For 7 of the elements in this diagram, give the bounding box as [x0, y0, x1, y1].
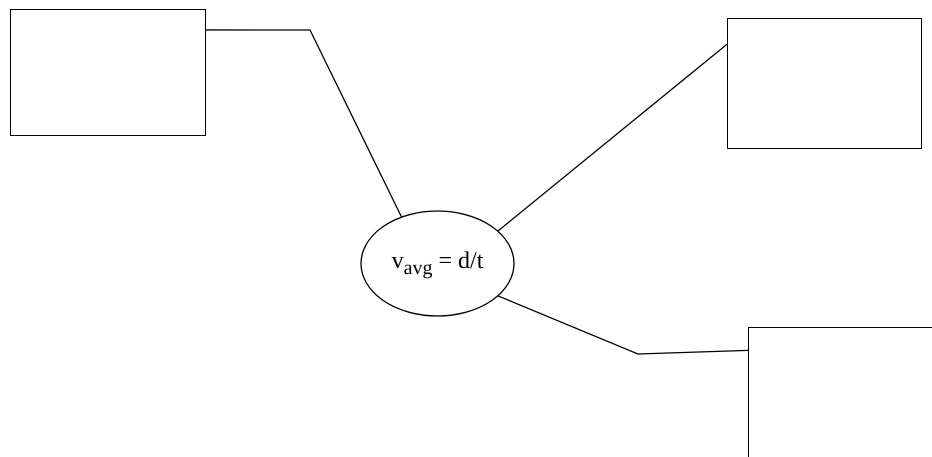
connector-line — [497, 44, 728, 232]
formula-text: v$_{avg}$ = d/t — [392, 248, 484, 280]
empty-box — [10, 9, 206, 136]
empty-box — [748, 327, 932, 457]
connector-line — [206, 29, 402, 218]
empty-box — [727, 18, 922, 149]
connector-line — [498, 295, 748, 355]
